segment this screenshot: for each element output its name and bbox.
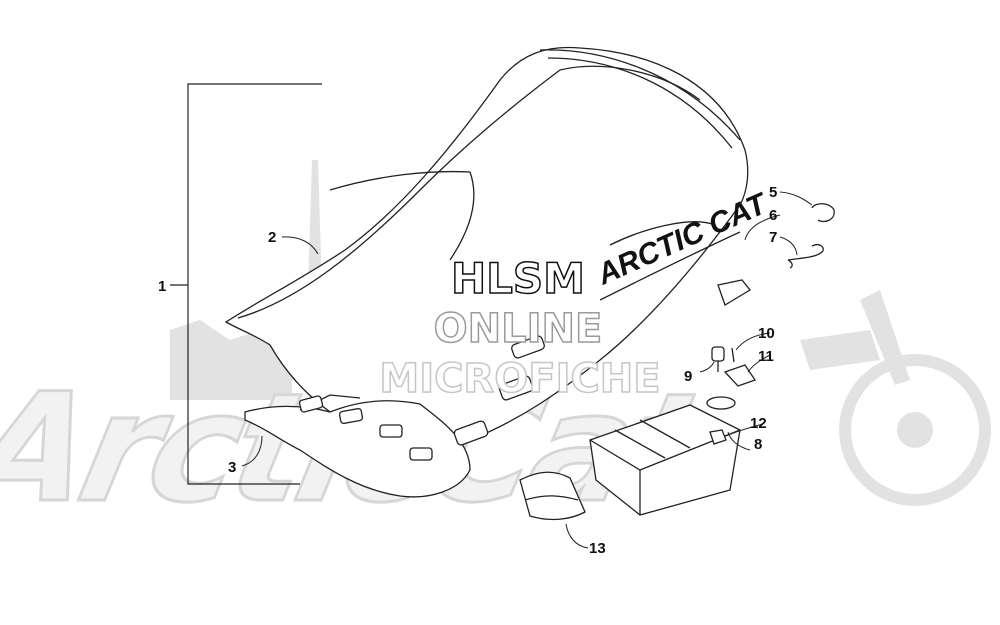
strap	[519, 471, 586, 521]
assembly-bracket	[170, 83, 322, 485]
callout-1: 1	[158, 278, 166, 295]
seat-assembly	[224, 46, 751, 448]
seat-base-pan	[244, 335, 545, 498]
watermark-line-1: HLSM	[451, 254, 585, 303]
callout-9: 9	[684, 368, 692, 385]
heat-shield	[589, 404, 741, 516]
callout-7: 7	[769, 229, 777, 246]
callout-2: 2	[268, 229, 276, 246]
watermark-line-3: MICROFICHE	[379, 356, 660, 402]
callout-6: 6	[769, 207, 777, 224]
overlay-watermark: HLSM ONLINE MICROFICHE	[379, 253, 662, 403]
callout-10: 10	[758, 325, 775, 342]
callout-5: 5	[769, 184, 777, 201]
callout-11: 11	[758, 348, 774, 365]
leader-lines	[241, 191, 813, 549]
callout-13: 13	[589, 540, 606, 557]
callout-labels: 1 2 3 5 6 7 8 9 10 11 12 13	[158, 184, 777, 557]
watermark-line-2: ONLINE	[434, 306, 603, 352]
hardware-parts	[706, 203, 835, 445]
callout-8: 8	[754, 436, 762, 453]
callout-3: 3	[228, 459, 236, 476]
callout-12: 12	[750, 415, 767, 432]
